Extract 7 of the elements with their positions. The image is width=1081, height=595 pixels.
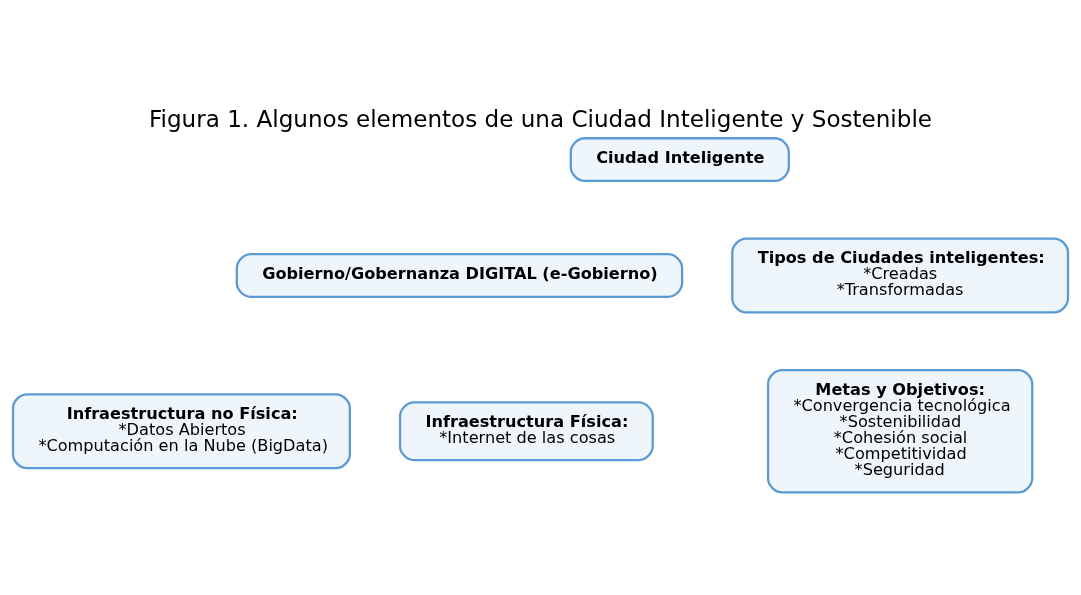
node-box: Gobierno/Gobernanza DIGITAL (e-Gobierno) [235, 252, 684, 298]
node-box: Ciudad Inteligente [569, 136, 790, 182]
node-box: Infraestructura Física: *Internet de las cosas [398, 400, 654, 461]
node-box: Metas y Objetivos: *Convergencia tecnológica *Sostenibilidad *Cohesión social *Competitividad *Seguridad [766, 368, 1034, 494]
diagram-title: Figura 1. Algunos elementos de una Ciudad Inteligente y Sostenible [148, 105, 933, 132]
node-box: Infraestructura no Física: *Datos Abiertos *Computación en la Nube (BigData) [11, 392, 351, 469]
node-box: Tipos de Ciudades inteligentes: *Creadas *Transformadas [731, 236, 1070, 314]
